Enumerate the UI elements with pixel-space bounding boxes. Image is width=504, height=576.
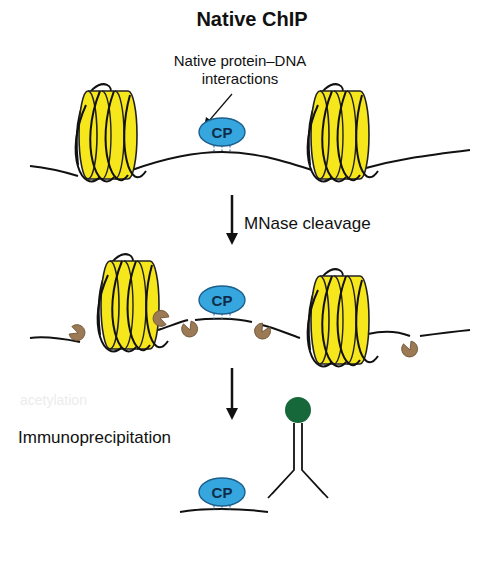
histone-edge [320,90,360,92]
dna-loop [146,265,168,347]
nucleosome [98,254,168,351]
callout-label: Native protein–DNA interactions [150,52,330,88]
histone-disc-edge [347,276,356,364]
mnase-enzyme [68,323,88,343]
protein-label: CP [212,124,233,141]
mnase-body [400,340,420,360]
binding-contact [229,146,230,152]
dna-strand [195,319,252,322]
mnase-body [151,308,171,328]
histone-disc-edge [360,276,369,364]
histone-disc-edge [150,261,159,349]
histone-disc-edge [137,261,146,349]
dna-loop [356,95,378,177]
dna-loop [124,95,146,177]
protein-ellipse: CP [198,477,246,507]
antibody [268,423,328,498]
mnase-body [252,321,273,342]
step-arrow [231,195,234,235]
protein-ellipse: CP [198,285,246,315]
histone-edge [320,275,360,277]
mnase-enzyme [400,340,420,360]
protein-label: CP [212,484,233,501]
dna-strand [420,330,470,336]
binding-contact [229,314,230,320]
dna-strand [132,152,312,170]
title: Native ChIP [0,8,504,31]
dna-strand [368,332,410,336]
binding-contact [213,314,214,320]
histone-disc-edge [360,91,369,179]
protein-shape [199,286,245,314]
dna-strand [180,509,268,512]
step-label: MNase cleavage [244,214,371,234]
step-arrow-head [226,233,238,245]
protein-ellipse: CP [198,117,246,147]
binding-contact [221,314,222,320]
protein-shape [199,478,245,506]
step-arrow [231,368,234,410]
histone-disc-edge [347,91,356,179]
binding-contact [221,146,222,152]
binding-contact [229,506,230,510]
step-arrow-head [226,408,238,420]
binding-contact [213,146,214,152]
nucleosome [308,84,378,181]
protein-label: CP [212,292,233,309]
mnase-enzyme [180,320,200,340]
histone-edge [88,90,128,92]
dna-loop [356,280,378,362]
mnase-body [68,323,88,343]
watermark: acetylation [20,392,87,408]
histone-disc-edge [128,91,137,179]
binding-contact [213,506,214,510]
nucleosome [76,84,146,181]
nucleosome [308,269,378,366]
dna-strand [30,166,78,176]
mnase-enzyme [151,308,171,328]
antibody-bead [285,397,311,423]
protein-shape [199,118,245,146]
mnase-enzyme [252,321,273,342]
histone-edge [110,260,150,262]
mnase-body [180,320,200,340]
histone-disc-edge [115,91,124,179]
step-label: Immunoprecipitation [18,428,171,448]
dna-strand [366,150,470,168]
